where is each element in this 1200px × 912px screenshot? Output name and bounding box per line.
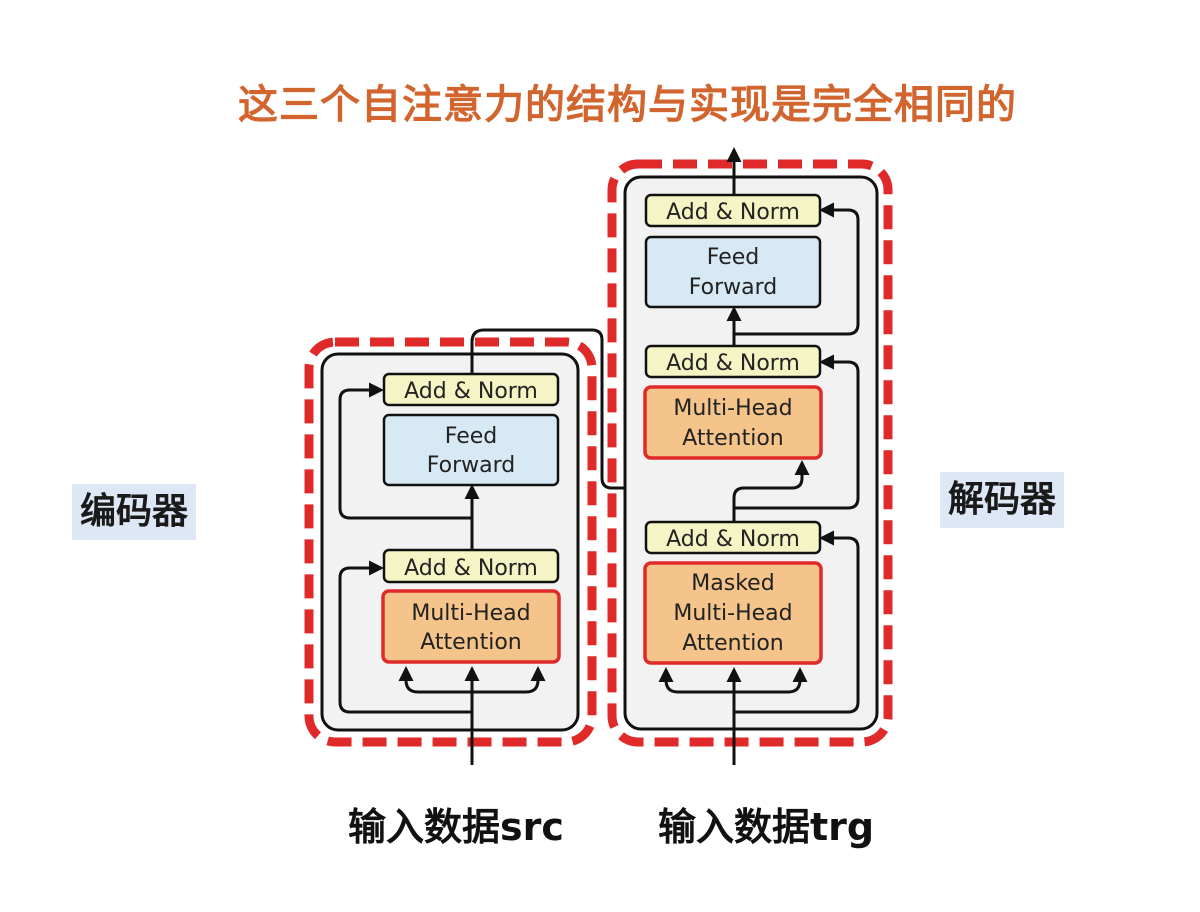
decoder-feed-forward [644, 235, 822, 309]
decoder-add-norm-bottom [644, 520, 822, 555]
encoder-add-norm-bottom-text: Add & Norm [404, 556, 538, 581]
decoder-add-norm-mid-text: Add & Norm [666, 351, 800, 376]
decoder-add-norm-top-text: Add & Norm [666, 200, 800, 225]
encoder-ff-line1: Feed [445, 424, 498, 449]
page-title: 这三个自注意力的结构与实现是完全相同的 [238, 82, 1017, 128]
decoder-masked-line3: Attention [682, 631, 784, 656]
decoder-masked-line1: Masked [691, 571, 774, 596]
encoder-add-norm-top-text: Add & Norm [404, 379, 538, 404]
encoder-panel [320, 352, 580, 732]
encoder-ff-line2: Forward [427, 453, 515, 478]
decoder-cross-line1: Multi-Head [673, 396, 792, 421]
decoder-masked-line2: Multi-Head [673, 601, 792, 626]
trg-input-label: 输入数据trg [658, 805, 875, 849]
encoder-multi-head-attention [381, 589, 561, 664]
decoder-cross-line2: Attention [682, 426, 784, 451]
decoder-connections [658, 147, 860, 765]
decoder-add-norm-top [644, 193, 822, 228]
decoder-ff-line2: Forward [689, 275, 777, 300]
encoder-feed-forward [382, 413, 560, 487]
decoder-add-norm-bottom-text: Add & Norm [666, 527, 800, 552]
encoder-mha-line1: Multi-Head [411, 601, 530, 626]
decoder-add-norm-mid [644, 344, 822, 379]
encoder-label: 编码器 [72, 484, 197, 540]
src-input-label: 输入数据src [348, 805, 564, 849]
encoder-add-norm-top [382, 372, 560, 407]
encoder-add-norm-bottom [382, 548, 560, 584]
decoder-cross-attention [643, 385, 823, 460]
decoder-dashed-border [607, 159, 893, 747]
encoder-mha-line2: Attention [420, 630, 522, 655]
encoder-dashed-border [304, 337, 597, 747]
decoder-label: 解码器 [940, 472, 1065, 528]
decoder-ff-line1: Feed [707, 245, 760, 270]
decoder-masked-attention [643, 561, 823, 665]
